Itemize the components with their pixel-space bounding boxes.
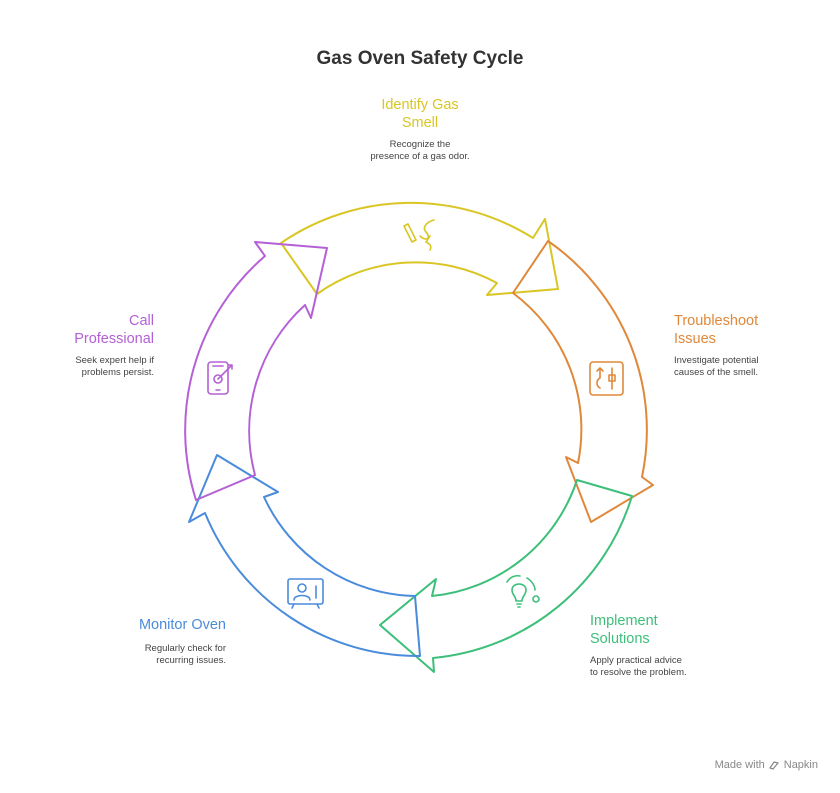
stage-desc-call: Seek expert help if problems persist. bbox=[14, 355, 154, 379]
stage-desc-monitor: Regularly check for recurring issues. bbox=[76, 643, 226, 667]
stage-desc-line: to resolve the problem. bbox=[590, 667, 687, 678]
stage-desc-line: Investigate potential bbox=[674, 355, 759, 366]
stage-title-line: Monitor Oven bbox=[138, 617, 226, 633]
stage-title-identify: Identify Gas Smell bbox=[340, 96, 500, 132]
lightbulb-icon bbox=[506, 574, 540, 608]
stage-title-implement: Implement Solutions bbox=[590, 612, 730, 648]
stage-desc-implement: Apply practical advice to resolve the pr… bbox=[590, 655, 730, 679]
stage-title-line: Implement bbox=[590, 613, 658, 629]
stage-desc-identify: Recognize the presence of a gas odor. bbox=[340, 139, 500, 163]
stage-title-monitor: Monitor Oven bbox=[86, 616, 226, 634]
stage-desc-line: Regularly check for bbox=[144, 643, 226, 654]
stage-desc-line: Apply practical advice bbox=[590, 655, 682, 666]
stage-title-line: Issues bbox=[674, 331, 716, 347]
phone-icon bbox=[207, 361, 233, 395]
stage-desc-line: Recognize the bbox=[389, 139, 451, 150]
nose-icon bbox=[403, 219, 435, 251]
stage-desc-troubleshoot: Investigate potential causes of the smel… bbox=[674, 355, 814, 379]
made-with-text: Made with bbox=[714, 759, 765, 771]
tools-icon bbox=[589, 361, 624, 396]
stage-desc-line: presence of a gas odor. bbox=[370, 151, 470, 162]
stage-title-line: Smell bbox=[401, 115, 439, 131]
arrow-identify bbox=[280, 201, 559, 296]
stage-title-line: Call bbox=[129, 313, 154, 329]
diagram-title: Gas Oven Safety Cycle bbox=[316, 48, 524, 69]
stage-title-call: Call Professional bbox=[14, 312, 154, 348]
stage-title-line: Troubleshoot bbox=[674, 313, 759, 329]
stage-desc-line: problems persist. bbox=[81, 367, 154, 378]
stage-title-line: Identify Gas bbox=[381, 97, 459, 113]
brand-name: Napkin bbox=[783, 759, 818, 771]
arrow-implement bbox=[379, 479, 633, 673]
stage-desc-line: causes of the smell. bbox=[674, 367, 758, 378]
arrow-monitor bbox=[188, 454, 421, 658]
stage-title-line: Solutions bbox=[590, 631, 650, 647]
footer-credit[interactable]: Made with Napkin bbox=[715, 759, 818, 771]
stage-desc-line: recurring issues. bbox=[156, 655, 226, 666]
napkin-logo-icon bbox=[769, 760, 779, 770]
monitor-icon bbox=[287, 578, 324, 609]
arrow-troubleshoot bbox=[512, 240, 654, 523]
stage-title-troubleshoot: Troubleshoot Issues bbox=[674, 312, 814, 348]
stage-title-line: Professional bbox=[74, 331, 154, 347]
stage-desc-line: Seek expert help if bbox=[75, 355, 154, 366]
arrow-call bbox=[184, 241, 328, 501]
